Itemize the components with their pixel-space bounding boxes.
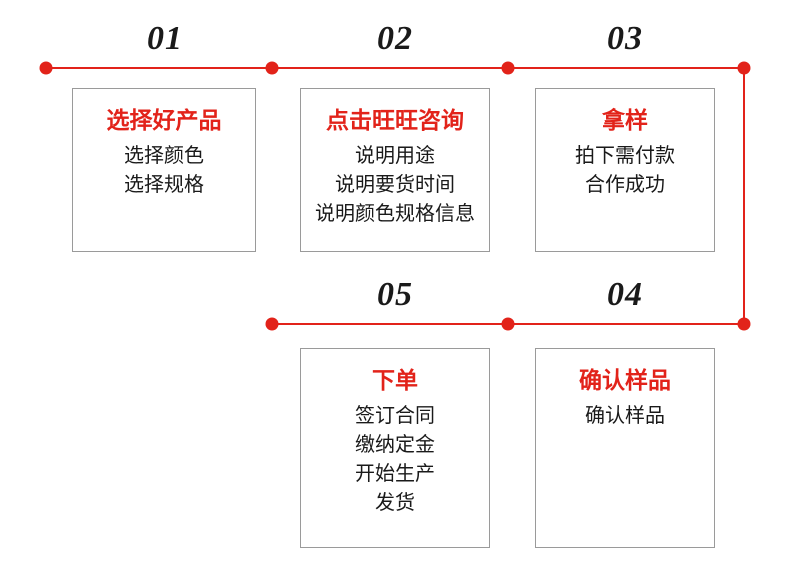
step-title-05: 下单	[372, 367, 418, 393]
step-box-02: 点击旺旺咨询 说明用途 说明要货时间 说明颜色规格信息	[300, 88, 490, 252]
step-number-02: 02	[377, 20, 413, 57]
step-line: 缴纳定金	[355, 434, 435, 457]
step-line: 签订合同	[355, 405, 435, 428]
step-box-05: 下单 签订合同 缴纳定金 开始生产 发货	[300, 348, 490, 548]
step-number-01: 01	[147, 20, 183, 57]
step-line: 开始生产	[355, 463, 435, 486]
step-lines-03: 拍下需付款 合作成功	[536, 142, 714, 200]
step-line: 选择颜色	[124, 145, 204, 168]
step-lines-02: 说明用途 说明要货时间 说明颜色规格信息	[301, 142, 489, 229]
step-line: 确认样品	[585, 405, 665, 428]
step-title-01: 选择好产品	[106, 107, 222, 133]
step-title-02: 点击旺旺咨询	[326, 107, 464, 133]
step-number-04: 04	[607, 276, 643, 313]
step-line: 发货	[375, 492, 415, 515]
step-line: 说明用途	[355, 145, 435, 168]
step-box-04: 确认样品 确认样品	[535, 348, 715, 548]
step-line: 说明要货时间	[335, 174, 455, 197]
step-number-03: 03	[607, 20, 643, 57]
step-box-03: 拿样 拍下需付款 合作成功	[535, 88, 715, 252]
step-line: 说明颜色规格信息	[315, 203, 475, 226]
step-title-03: 拿样	[602, 107, 648, 133]
step-box-01: 选择好产品 选择颜色 选择规格	[72, 88, 256, 252]
step-lines-04: 确认样品	[536, 402, 714, 431]
step-line: 合作成功	[585, 174, 665, 197]
step-line: 拍下需付款	[575, 145, 675, 168]
step-number-05: 05	[377, 276, 413, 313]
step-line: 选择规格	[124, 174, 204, 197]
step-lines-05: 签订合同 缴纳定金 开始生产 发货	[301, 402, 489, 518]
step-lines-01: 选择颜色 选择规格	[73, 142, 255, 200]
step-title-04: 确认样品	[579, 367, 671, 393]
